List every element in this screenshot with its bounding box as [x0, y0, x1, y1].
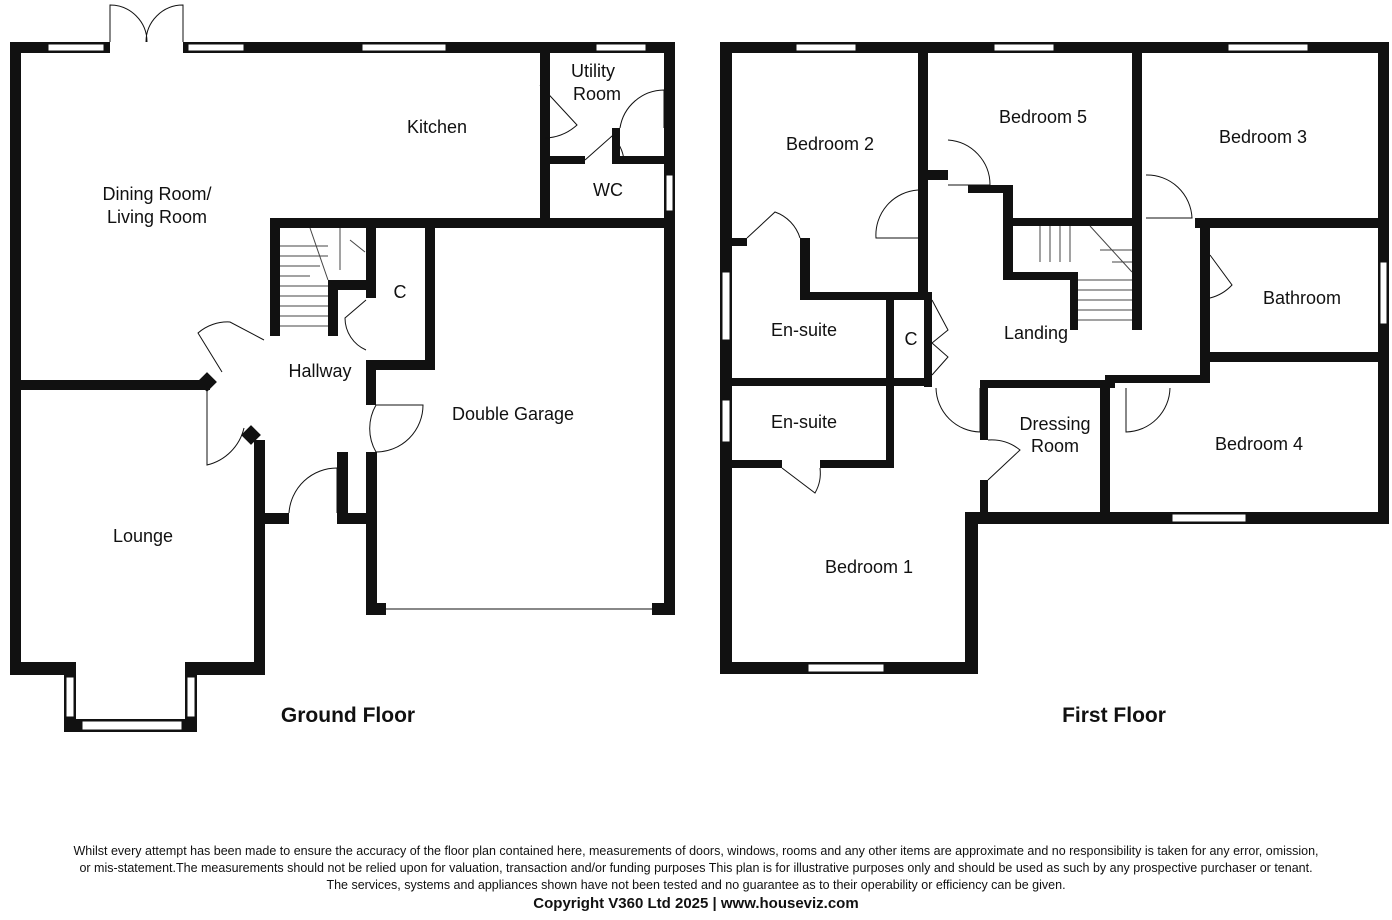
room-label-bedroom-1: Bedroom 1: [825, 557, 913, 577]
disclaimer-line: The services, systems and appliances sho…: [326, 878, 1066, 892]
room-label-cupboard: C: [394, 282, 407, 302]
room-label-bedroom-4: Bedroom 4: [1215, 434, 1303, 454]
room-label-hallway: Hallway: [288, 361, 351, 381]
room-label-en-suite-lower: En-suite: [771, 412, 837, 432]
first-floor-labels: Bedroom 2 Bedroom 5 Bedroom 3 En-suite L…: [771, 107, 1341, 727]
first-floor-stairs: [1039, 225, 1133, 321]
disclaimer-line: or mis-statement.The measurements should…: [79, 861, 1313, 875]
room-label-bedroom-3: Bedroom 3: [1219, 127, 1307, 147]
ground-floor-title: Ground Floor: [281, 704, 415, 727]
ground-floor-plan: [10, 4, 675, 732]
ground-floor-stairs: [280, 227, 366, 327]
room-label-wc: WC: [593, 180, 623, 200]
room-label-dining-room: Dining Room/: [102, 184, 211, 204]
room-label-bedroom-5: Bedroom 5: [999, 107, 1087, 127]
room-label-double-garage: Double Garage: [452, 404, 574, 424]
room-label-dressing-room: Room: [1031, 436, 1079, 456]
room-label-utility-room: Room: [573, 84, 621, 104]
room-label-en-suite-upper: En-suite: [771, 320, 837, 340]
room-label-dressing: Dressing: [1019, 414, 1090, 434]
room-label-bedroom-2: Bedroom 2: [786, 134, 874, 154]
first-floor-title: First Floor: [1062, 704, 1166, 727]
room-label-cupboard: C: [905, 329, 918, 349]
room-label-kitchen: Kitchen: [407, 117, 467, 137]
room-label-utility: Utility: [571, 61, 615, 81]
room-label-bathroom: Bathroom: [1263, 288, 1341, 308]
disclaimer-line: Whilst every attempt has been made to en…: [73, 844, 1319, 858]
first-floor-plan: [720, 42, 1389, 674]
ground-floor-labels: Dining Room/ Living Room Kitchen Utility…: [102, 61, 623, 727]
room-label-landing: Landing: [1004, 323, 1068, 343]
room-label-lounge: Lounge: [113, 526, 173, 546]
copyright-notice: Copyright V360 Ltd 2025 | www.houseviz.c…: [533, 895, 859, 912]
disclaimer-text: Whilst every attempt has been made to en…: [40, 843, 1352, 894]
room-label-living-room: Living Room: [107, 207, 207, 227]
